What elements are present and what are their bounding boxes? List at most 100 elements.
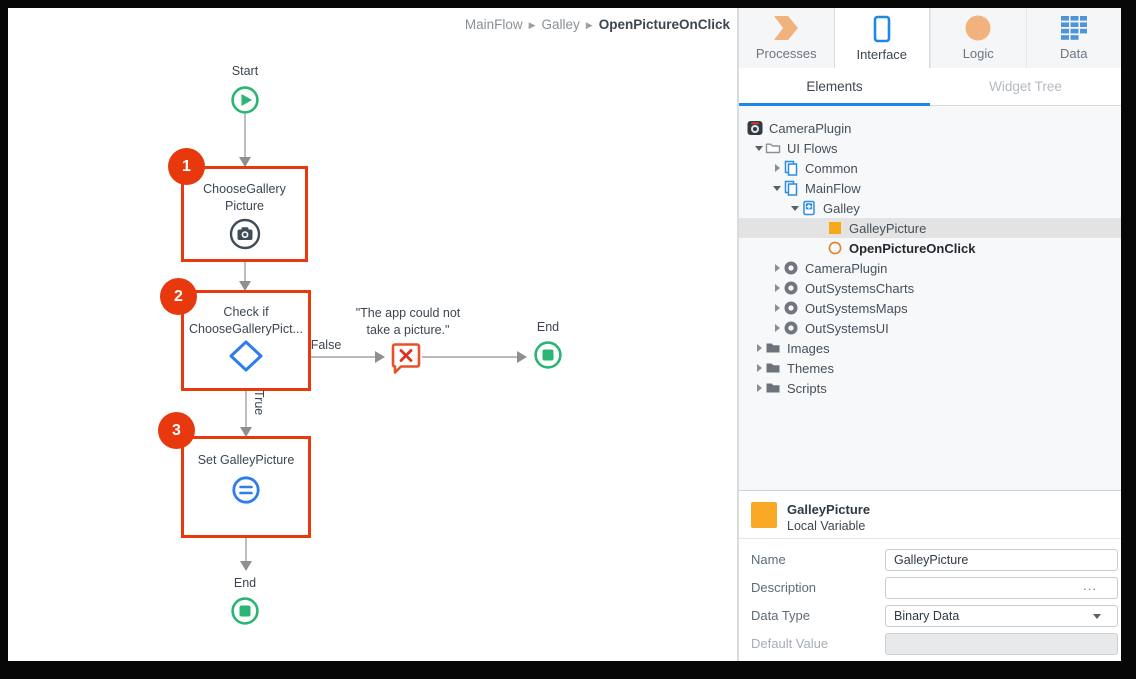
dependency-icon [783, 300, 799, 316]
tree-label: Images [787, 340, 830, 356]
default-value-label: Default Value [751, 636, 829, 651]
end-stop-icon [231, 597, 259, 625]
tab-logic[interactable]: Logic [930, 8, 1026, 68]
ui-flow-icon [783, 160, 799, 176]
collapse-arrow-icon[interactable] [771, 304, 783, 312]
message-line1: "The app could not [355, 306, 461, 320]
tree-item-mainflow[interactable]: MainFlow [739, 178, 1121, 198]
tab-widget-tree-label: Widget Tree [989, 79, 1062, 94]
expand-arrow-icon[interactable] [753, 145, 765, 151]
tree-item-images[interactable]: Images [739, 338, 1121, 358]
tree-label: Scripts [787, 380, 827, 396]
tree-item-ui-flows[interactable]: UI Flows [739, 138, 1121, 158]
tab-data-label: Data [1060, 46, 1088, 61]
description-input[interactable] [885, 577, 1118, 599]
tab-interface[interactable]: Interface [833, 8, 930, 69]
tree-label: Galley [823, 200, 860, 216]
tab-processes[interactable]: Processes [739, 8, 834, 68]
start-label: Start [231, 64, 259, 78]
tree-item-themes[interactable]: Themes [739, 358, 1121, 378]
tree-item-cameraplugin-dep[interactable]: CameraPlugin [739, 258, 1121, 278]
tree-item-outsystemsmaps[interactable]: OutSystemsMaps [739, 298, 1121, 318]
start-play-icon [231, 86, 259, 114]
collapse-arrow-icon[interactable] [771, 284, 783, 292]
tree-item-galleypicture[interactable]: GalleyPicture [739, 218, 1121, 238]
if-diamond-icon [229, 340, 263, 372]
breadcrumb-mainflow[interactable]: MainFlow [464, 17, 523, 32]
collapse-arrow-icon[interactable] [753, 364, 765, 372]
tree-label: CameraPlugin [769, 120, 852, 136]
collapse-arrow-icon[interactable] [753, 344, 765, 352]
end-right-label: End [536, 320, 560, 334]
tree-label: OutSystemsMaps [805, 300, 908, 316]
main-tab-bar: Processes Interface Logic [739, 8, 1121, 69]
step1-title-line1: ChooseGallery [203, 182, 286, 196]
tree-item-outsystemsui[interactable]: OutSystemsUI [739, 318, 1121, 338]
phone-icon [872, 14, 892, 44]
data-grid-icon [1060, 13, 1088, 43]
datatype-dropdown[interactable]: Binary Data [885, 605, 1118, 627]
breadcrumb: MainFlow▶Galley▶OpenPictureOnClick [8, 17, 730, 32]
tab-elements[interactable]: Elements [739, 68, 930, 106]
tree-label: OpenPictureOnClick [849, 240, 976, 256]
datatype-label: Data Type [751, 608, 811, 623]
property-row-name: Name [751, 549, 1118, 571]
start-node[interactable] [231, 86, 259, 114]
local-variable-icon [751, 502, 777, 528]
choose-gallery-picture-node[interactable]: ChooseGallery Picture [181, 166, 308, 262]
check-if-node[interactable]: Check if ChooseGalleryPict... [181, 290, 311, 391]
end-right-node[interactable] [534, 341, 562, 369]
step2-badge-number: 2 [174, 287, 183, 305]
tree-item-scripts[interactable]: Scripts [739, 378, 1121, 398]
tree-label: GalleyPicture [849, 220, 927, 236]
divider [739, 538, 1121, 539]
flow-canvas[interactable]: MainFlow▶Galley▶OpenPictureOnClick [8, 8, 739, 661]
properties-subtitle: Local Variable [787, 519, 866, 533]
property-row-description: Description ... [751, 577, 1118, 599]
default-value-input [885, 633, 1118, 655]
tree-label: MainFlow [805, 180, 861, 196]
tree-item-openpictureonclick[interactable]: OpenPictureOnClick [739, 238, 1121, 258]
datatype-value: Binary Data [894, 609, 960, 623]
breadcrumb-separator-icon: ▶ [585, 20, 593, 30]
expand-arrow-icon[interactable] [789, 205, 801, 211]
name-label: Name [751, 552, 786, 567]
end-stop-icon [534, 341, 562, 369]
expand-arrow-icon[interactable] [771, 185, 783, 191]
step3-badge-number: 3 [172, 421, 181, 439]
tree-label: Themes [787, 360, 834, 376]
folder-icon [765, 340, 781, 356]
tab-interface-label: Interface [856, 47, 908, 62]
tab-data[interactable]: Data [1025, 8, 1121, 68]
collapse-arrow-icon[interactable] [771, 164, 783, 172]
tree-item-galley[interactable]: Galley [739, 198, 1121, 218]
tree-label: CameraPlugin [805, 260, 888, 276]
chevron-down-icon [1093, 614, 1101, 619]
dependency-icon [783, 320, 799, 336]
step1-title-line2: Picture [225, 199, 264, 213]
end-bottom-label: End [233, 576, 257, 590]
tree-item-outsystemscharts[interactable]: OutSystemsCharts [739, 278, 1121, 298]
tab-widget-tree[interactable]: Widget Tree [930, 68, 1121, 105]
flow-connectors [239, 114, 527, 571]
processes-icon [772, 13, 800, 43]
false-branch-label: False [310, 338, 342, 352]
step2-badge: 2 [160, 278, 197, 315]
property-row-datatype: Data Type Binary Data [751, 605, 1118, 627]
collapse-arrow-icon[interactable] [771, 324, 783, 332]
tree-label: OutSystemsUI [805, 320, 889, 336]
description-more-button[interactable]: ... [1083, 578, 1097, 593]
set-galleypicture-node[interactable]: Set GalleyPicture [181, 436, 311, 538]
tree-item-cameraplugin-app[interactable]: CameraPlugin [739, 118, 1121, 138]
collapse-arrow-icon[interactable] [771, 264, 783, 272]
collapse-arrow-icon[interactable] [753, 384, 765, 392]
tab-elements-label: Elements [806, 79, 863, 94]
screen-home-icon [801, 200, 817, 216]
breadcrumb-galley[interactable]: Galley [541, 17, 580, 32]
message-line2: take a picture." [366, 323, 450, 337]
end-bottom-node[interactable] [231, 597, 259, 625]
app-icon [747, 120, 763, 136]
tree-item-common[interactable]: Common [739, 158, 1121, 178]
name-input[interactable] [885, 549, 1118, 571]
error-message-node[interactable] [390, 341, 422, 380]
